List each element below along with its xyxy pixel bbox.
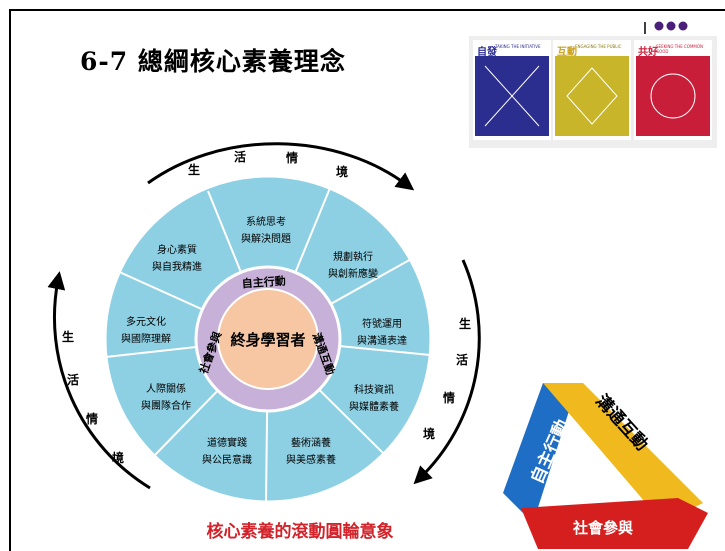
segment-line2: 與美感素養	[286, 453, 336, 466]
segment-line1: 藝術涵養	[291, 436, 331, 449]
segment-line1: 人際關係	[146, 383, 186, 395]
segment-label: 身心素質與自我精進	[152, 243, 202, 273]
arc-char: 情	[443, 390, 455, 405]
segment-line2: 與自我精進	[152, 260, 202, 273]
center-label: 終身學習者	[230, 331, 305, 349]
segment-line1: 系統思考	[246, 215, 286, 228]
wheel-caption: 核心素養的滾動圓輪意象	[206, 522, 394, 542]
poster-engaging: 互動 ENGAGING THE PUBLIC	[553, 40, 631, 140]
ring-label-autonomy: 自主行動	[241, 273, 286, 290]
segment-line1: 多元文化	[126, 315, 166, 328]
posters-group: 自發 TAKING THE INITIATIVE 互動 ENGAGING THE…	[469, 36, 717, 148]
arc-char: 情	[286, 150, 298, 165]
poster-title: 共好	[638, 47, 658, 58]
poster-subtitle: TAKING THE INITIATIVE	[495, 44, 541, 49]
segment-line1: 符號運用	[362, 317, 402, 330]
segment-line2: 與媒體素養	[349, 400, 399, 413]
slide-decoration-dots	[644, 21, 688, 34]
triangle-red-band	[521, 498, 708, 549]
arc-char: 生	[188, 162, 200, 177]
arc-char: 境	[423, 426, 435, 441]
poster-title: 自發	[477, 47, 497, 58]
segment-line2: 與公民意識	[202, 453, 252, 466]
arc-char: 境	[336, 164, 348, 179]
segment-label: 規劃執行與創新應變	[328, 250, 378, 280]
left-arrow	[47, 271, 151, 490]
slide-title: 6-7 總綱核心素養理念	[80, 47, 346, 76]
segment-label: 藝術涵養與美感素養	[286, 436, 336, 466]
poster-title: 互動	[557, 47, 577, 58]
arc-char: 境	[112, 450, 124, 465]
poster-subtitle: ENGAGING THE PUBLIC	[575, 44, 622, 49]
segment-label: 符號運用與溝通表達	[357, 317, 407, 347]
top-arrow	[147, 142, 415, 191]
right-arrow	[413, 259, 481, 485]
segment-line1: 道德實踐	[207, 436, 247, 449]
segment-line1: 科技資訊	[354, 383, 394, 396]
segment-line2: 與團隊合作	[141, 399, 191, 412]
arc-char: 生	[459, 316, 471, 331]
arc-char: 活	[67, 372, 79, 387]
poster-common-good: 共好 SEEKING THE COMMON GOOD	[634, 40, 712, 140]
arc-char: 生	[62, 329, 74, 344]
poster-initiative: 自發 TAKING THE INITIATIVE	[473, 40, 551, 140]
arc-char: 活	[234, 149, 246, 164]
slide-frame	[9, 9, 725, 551]
segment-label: 人際關係與團隊合作	[141, 383, 191, 412]
segment-label: 道德實踐與公民意識	[202, 436, 252, 466]
arc-char: 情	[86, 411, 98, 426]
triangle-blue-band	[503, 383, 578, 523]
poster-subtitle: SEEKING THE COMMON GOOD	[656, 44, 703, 54]
segment-line2: 與解決問題	[241, 232, 291, 245]
segment-label: 科技資訊與媒體素養	[349, 383, 399, 413]
competency-triangle-logo: 自主行動 溝通互動 社會參與	[503, 383, 708, 549]
segment-line1: 身心素質	[157, 243, 197, 256]
segment-label: 多元文化與國際理解	[121, 315, 171, 345]
segment-line2: 與創新應變	[328, 267, 378, 280]
triangle-label-participation: 社會參與	[572, 519, 633, 537]
arc-char: 活	[456, 352, 468, 367]
segment-line1: 規劃執行	[333, 250, 373, 263]
segment-label: 系統思考與解決問題	[241, 215, 291, 245]
segment-line2: 與國際理解	[121, 332, 171, 345]
triangle-yellow-band	[543, 383, 703, 523]
segment-line2: 與溝通表達	[357, 334, 407, 347]
wheel-center	[217, 288, 319, 390]
